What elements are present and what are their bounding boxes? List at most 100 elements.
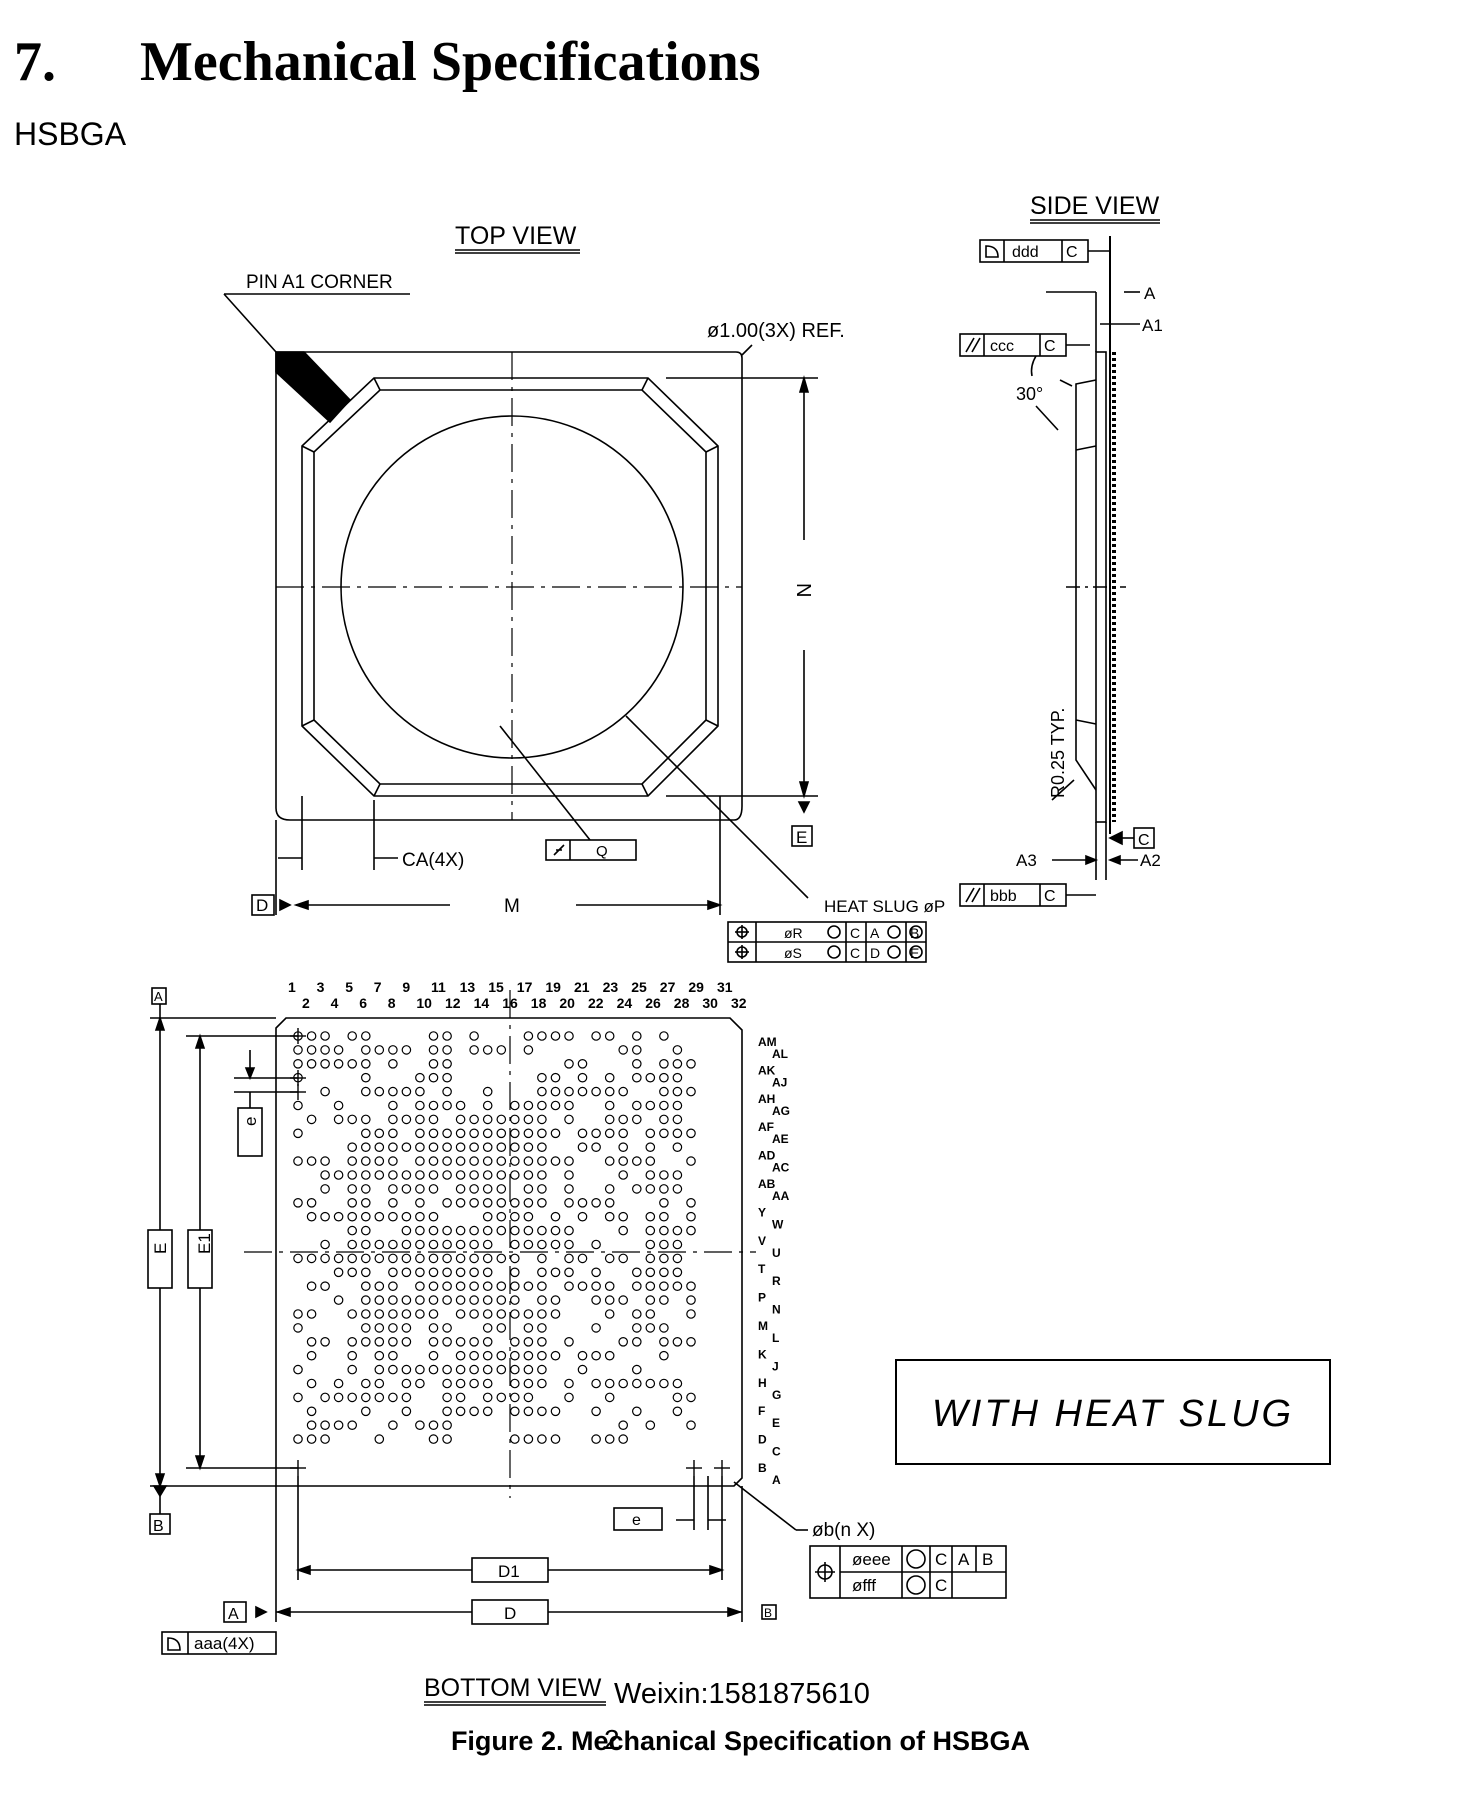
solder-ball bbox=[293, 1045, 303, 1055]
svg-text:øeee: øeee bbox=[852, 1550, 891, 1569]
solder-ball bbox=[469, 1406, 479, 1417]
column-label: 11 bbox=[431, 979, 446, 995]
solder-ball bbox=[604, 1184, 615, 1194]
solder-ball bbox=[415, 1295, 425, 1305]
solder-ball bbox=[293, 1100, 303, 1111]
solder-ball bbox=[347, 1364, 357, 1375]
solder-ball bbox=[347, 1059, 357, 1069]
solder-ball bbox=[523, 1364, 534, 1375]
solder-ball bbox=[523, 1309, 534, 1319]
solder-ball bbox=[306, 1114, 317, 1125]
column-label: 19 bbox=[545, 979, 561, 995]
solder-ball bbox=[482, 1086, 493, 1097]
svg-text:ccc: ccc bbox=[990, 338, 1014, 355]
svg-text:A3: A3 bbox=[1016, 851, 1037, 870]
solder-ball bbox=[455, 1406, 466, 1417]
solder-ball bbox=[591, 1323, 601, 1333]
solder-ball bbox=[415, 1239, 425, 1250]
solder-ball bbox=[604, 1156, 615, 1166]
solder-ball bbox=[469, 1337, 479, 1347]
solder-ball bbox=[455, 1364, 466, 1375]
solder-ball bbox=[523, 1281, 534, 1291]
solder-ball bbox=[537, 1114, 547, 1125]
solder-ball bbox=[347, 1225, 357, 1236]
solder-ball bbox=[306, 1434, 317, 1444]
svg-text:A: A bbox=[228, 1606, 239, 1623]
solder-ball bbox=[496, 1350, 507, 1361]
solder-ball bbox=[428, 1239, 439, 1250]
column-label: 4 bbox=[331, 995, 339, 1011]
solder-ball bbox=[618, 1434, 628, 1444]
solder-ball bbox=[672, 1100, 683, 1111]
solder-ball bbox=[320, 1239, 330, 1250]
solder-ball bbox=[401, 1045, 412, 1055]
solder-ball bbox=[577, 1350, 588, 1361]
solder-ball bbox=[591, 1434, 601, 1444]
solder-ball bbox=[333, 1211, 344, 1222]
solder-ball bbox=[360, 1114, 371, 1125]
solder-ball bbox=[645, 1267, 656, 1278]
solder-ball bbox=[333, 1100, 344, 1111]
solder-ball bbox=[482, 1114, 493, 1125]
solder-ball bbox=[509, 1406, 520, 1417]
solder-ball bbox=[442, 1156, 452, 1166]
solder-ball bbox=[618, 1114, 628, 1125]
solder-ball bbox=[509, 1392, 520, 1403]
solder-ball bbox=[482, 1170, 493, 1180]
solder-ball bbox=[347, 1142, 357, 1152]
solder-ball bbox=[347, 1156, 357, 1166]
solder-ball bbox=[645, 1170, 656, 1180]
solder-ball bbox=[550, 1072, 561, 1083]
solder-ball bbox=[631, 1378, 642, 1389]
solder-ball bbox=[645, 1281, 656, 1291]
solder-ball bbox=[496, 1184, 507, 1194]
solder-ball bbox=[306, 1309, 317, 1319]
solder-ball bbox=[320, 1420, 330, 1430]
solder-ball bbox=[604, 1350, 615, 1361]
solder-ball bbox=[537, 1295, 547, 1305]
svg-text:B: B bbox=[910, 925, 919, 941]
solder-ball bbox=[509, 1100, 520, 1111]
svg-text:D: D bbox=[504, 1604, 516, 1623]
svg-text:e: e bbox=[241, 1117, 260, 1126]
solder-ball bbox=[469, 1295, 479, 1305]
page-number: 2 bbox=[604, 1724, 620, 1755]
solder-ball bbox=[360, 1045, 371, 1055]
solder-ball bbox=[428, 1267, 439, 1278]
solder-ball bbox=[347, 1337, 357, 1347]
column-label: 6 bbox=[359, 995, 367, 1011]
solder-ball bbox=[509, 1281, 520, 1291]
solder-ball bbox=[442, 1031, 452, 1041]
solder-ball bbox=[442, 1059, 452, 1069]
solder-ball bbox=[631, 1100, 642, 1111]
solder-ball bbox=[415, 1281, 425, 1291]
solder-ball bbox=[428, 1295, 439, 1305]
solder-ball bbox=[523, 1406, 534, 1417]
solder-ball bbox=[374, 1295, 385, 1305]
solder-ball bbox=[482, 1142, 493, 1152]
solder-ball bbox=[442, 1267, 452, 1278]
solder-ball bbox=[631, 1114, 642, 1125]
row-label: L bbox=[772, 1331, 779, 1345]
bottom-outline bbox=[275, 1017, 743, 1487]
solder-ball bbox=[564, 1198, 574, 1208]
solder-ball bbox=[659, 1239, 669, 1250]
solder-ball bbox=[455, 1184, 466, 1194]
solder-ball bbox=[455, 1337, 466, 1347]
solder-ball bbox=[333, 1045, 344, 1055]
solder-ball bbox=[374, 1142, 385, 1152]
row-label: T bbox=[758, 1262, 766, 1276]
hole-ref-label: ø1.00(3X) REF. bbox=[707, 320, 845, 342]
solder-ball bbox=[388, 1114, 398, 1125]
solder-ball bbox=[442, 1406, 452, 1417]
svg-text:A1: A1 bbox=[1142, 316, 1163, 335]
row-label: AF bbox=[758, 1120, 774, 1134]
solder-ball bbox=[442, 1045, 452, 1055]
solder-ball bbox=[537, 1100, 547, 1111]
solder-ball bbox=[496, 1281, 507, 1291]
flatness-q-label: Q bbox=[596, 843, 608, 860]
solder-ball bbox=[509, 1225, 520, 1236]
solder-ball bbox=[415, 1100, 425, 1111]
column-label: 1 bbox=[288, 979, 296, 995]
